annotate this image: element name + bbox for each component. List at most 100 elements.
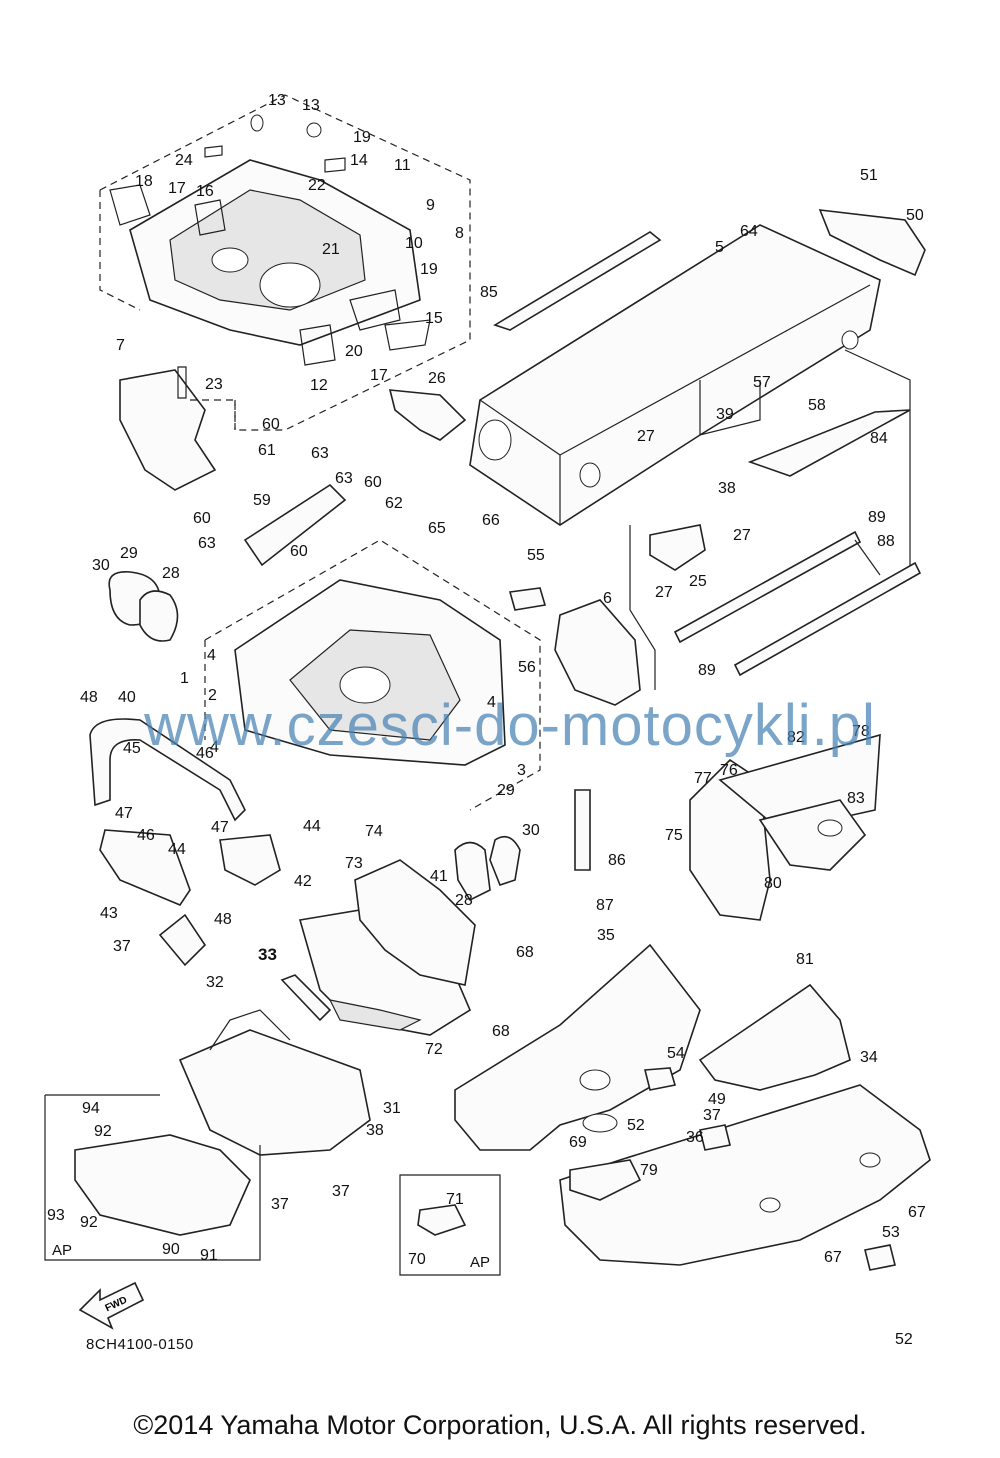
bracket-53	[864, 1244, 896, 1271]
ap-box-right	[399, 1174, 501, 1276]
part-number-label: 46	[137, 827, 155, 844]
part-number-label: 61	[258, 442, 276, 459]
part-number-label: 48	[214, 911, 232, 928]
panel-80	[758, 799, 867, 871]
part-number-label: 38	[366, 1122, 384, 1139]
mid-frame-box	[204, 539, 541, 811]
part-number-label: 17	[370, 367, 388, 384]
bracket-59	[243, 483, 347, 567]
part-number-label: 37	[332, 1183, 350, 1200]
part-number-label: 73	[345, 855, 363, 872]
part-number-label: 52	[895, 1331, 913, 1348]
part-number-label: 71	[446, 1191, 464, 1208]
part-number-label: 19	[353, 129, 371, 146]
panel-90	[74, 1134, 251, 1236]
part-number-label: 13	[302, 97, 320, 114]
panel-79	[569, 1159, 642, 1201]
drawing-code: 8CH4100-0150	[86, 1336, 194, 1353]
part-number-label: 78	[852, 723, 870, 740]
part-number-label: 48	[80, 689, 98, 706]
part-number-label: 29	[497, 782, 515, 799]
part-number-label: 30	[92, 557, 110, 574]
part-number-label: 46	[196, 745, 214, 762]
part-number-label: 4	[210, 739, 219, 756]
part-number-label: 17	[168, 180, 186, 197]
bracket-70	[417, 1204, 467, 1236]
part-number-label: 89	[868, 509, 886, 526]
part-number-label: 9	[426, 197, 435, 214]
part-number-label: 5	[715, 239, 724, 256]
part-number-label: 15	[425, 310, 443, 327]
part-number-label: 1	[180, 670, 189, 687]
part-number-label: 64	[740, 223, 758, 240]
part-number-label: 47	[115, 805, 133, 822]
grille-33	[280, 974, 332, 1022]
part-number-label: 43	[100, 905, 118, 922]
part-number-label: 37	[113, 938, 131, 955]
part-number-label: 56	[518, 659, 536, 676]
bracket-55	[508, 587, 547, 611]
part-number-label: 28	[455, 892, 473, 909]
part-number-label: 33	[258, 945, 277, 964]
part-number-label: 47	[211, 819, 229, 836]
upper-frame-group	[99, 94, 471, 431]
part-number-label: 19	[420, 261, 438, 278]
part-number-label: 60	[290, 543, 308, 560]
bracket-54	[643, 1067, 677, 1091]
rail-88-upper	[673, 530, 862, 644]
ap-box-left	[44, 1094, 261, 1261]
console-35	[454, 943, 701, 1151]
panel-73	[354, 859, 476, 986]
part-number-label: 67	[908, 1204, 926, 1221]
part-number-label: 45	[123, 740, 141, 757]
part-number-label: 63	[335, 470, 353, 487]
ap-label-left: AP	[52, 1242, 73, 1259]
part-number-label: 4	[487, 694, 496, 711]
part-number-label: 14	[350, 152, 368, 169]
part-number-label: 27	[637, 428, 655, 445]
part-number-label: 94	[82, 1100, 100, 1117]
part-number-label: 70	[408, 1251, 426, 1268]
part-number-label: 60	[193, 510, 211, 527]
part-number-label: 81	[796, 951, 814, 968]
part-number-label: 8	[455, 225, 464, 242]
part-number-label: 42	[294, 873, 312, 890]
part-number-label: 92	[80, 1214, 98, 1231]
part-number-label: 83	[847, 790, 865, 807]
part-number-label: 68	[516, 944, 534, 961]
part-number-label: 58	[808, 397, 826, 414]
part-number-label: 12	[310, 377, 328, 394]
part-number-label: 27	[733, 527, 751, 544]
part-number-label: 66	[482, 512, 500, 529]
part-number-label: 3	[517, 762, 526, 779]
part-number-label: 39	[716, 406, 734, 423]
part-number-label: 6	[603, 590, 612, 607]
part-number-label: 22	[308, 177, 326, 194]
bracket-50	[818, 209, 926, 277]
tunnel-frame	[469, 224, 881, 526]
part-number-label: 52	[627, 1117, 645, 1134]
bracket-26	[388, 389, 467, 441]
part-number-label: 38	[718, 480, 736, 497]
part-number-label: 16	[196, 183, 214, 200]
part-number-label: 67	[824, 1249, 842, 1266]
part-number-label: 44	[168, 841, 186, 858]
part-number-label: 40	[118, 689, 136, 706]
rail-88-lower	[733, 561, 922, 677]
part-number-label: 34	[860, 1049, 878, 1066]
part-number-label: 23	[205, 376, 223, 393]
part-number-label: 50	[906, 207, 924, 224]
part-number-label: 27	[655, 584, 673, 601]
part-number-label: 10	[405, 235, 423, 252]
part-number-label: 68	[492, 1023, 510, 1040]
part-number-label: 57	[753, 374, 771, 391]
bracket-25	[649, 524, 706, 571]
part-number-label: 30	[522, 822, 540, 839]
part-number-label: 36	[686, 1129, 704, 1146]
part-number-label: 25	[689, 573, 707, 590]
boot-28-right	[454, 841, 491, 902]
part-number-label: 79	[640, 1162, 658, 1179]
part-number-label: 21	[322, 241, 340, 258]
part-number-label: 55	[527, 547, 545, 564]
part-number-label: 84	[870, 430, 888, 447]
